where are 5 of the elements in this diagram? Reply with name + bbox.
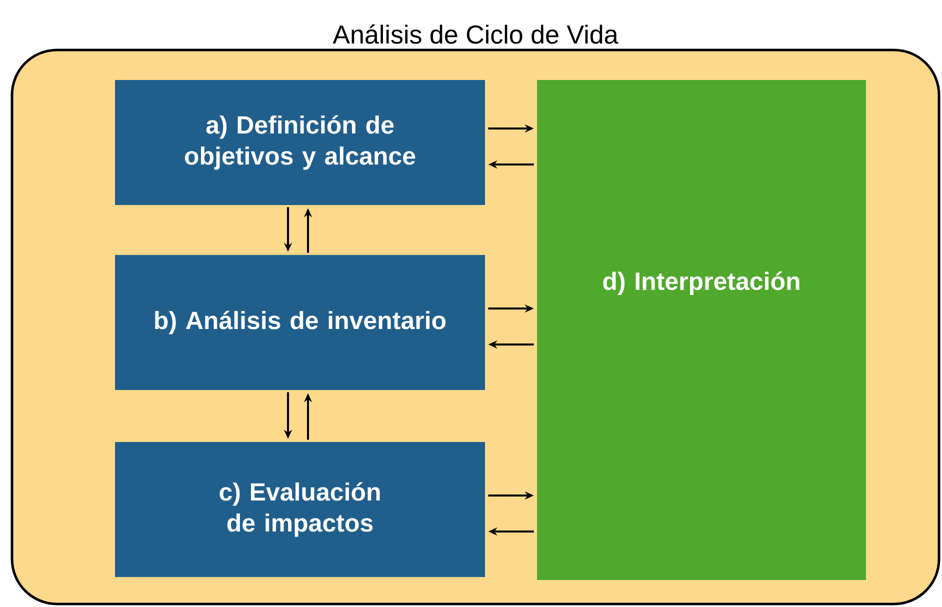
title: Análisis de Ciclo de Vida — [332, 24, 618, 44]
process-box: c) Evaluación de impactos — [115, 442, 485, 577]
process-box: b) Análisis de inventario — [115, 254, 485, 390]
interpretation-panel: d) Interpretación — [537, 80, 866, 580]
process-box: a) Definición de objetivos y alcance — [115, 80, 485, 205]
